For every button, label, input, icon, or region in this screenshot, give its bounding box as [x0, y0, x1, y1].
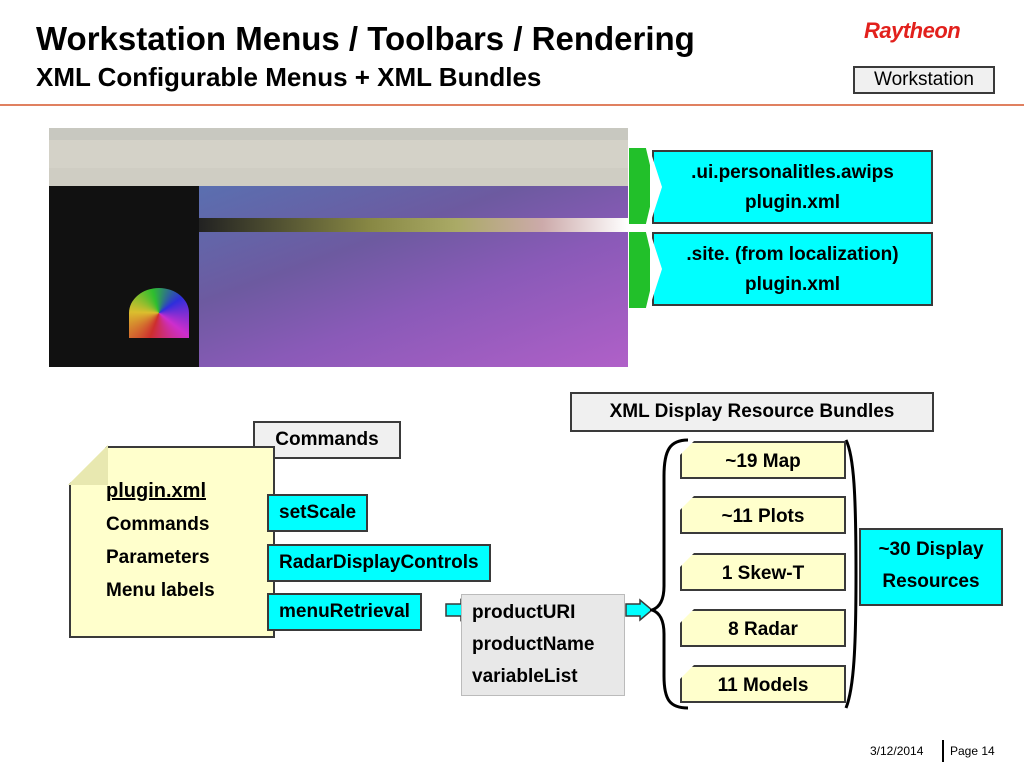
- bundle-map: ~19 Map: [680, 441, 846, 479]
- screenshot-toolbar: [49, 140, 628, 169]
- screenshot-map-pane: [199, 186, 628, 367]
- command-setscale: setScale: [267, 494, 369, 532]
- commands-label: Commands: [253, 421, 401, 459]
- plugin-box-line1: .ui.personalitles.awips: [691, 162, 894, 183]
- product-fields-box: productURI productName variableList: [461, 594, 625, 696]
- bundle-braces: [650, 438, 858, 710]
- bundle-models: 11 Models: [680, 665, 846, 703]
- screenshot-radar-pane: [49, 186, 199, 367]
- xml-bundles-label: XML Display Resource Bundles: [570, 392, 934, 432]
- bundle-plots: ~11 Plots: [680, 496, 846, 534]
- right-bracket: [844, 439, 858, 709]
- note-heading: plugin.xml: [106, 480, 206, 502]
- screenshot-menubar: [49, 128, 628, 140]
- footer-date: 3/12/2014: [870, 744, 924, 758]
- command-menuretrieval: menuRetrieval: [267, 593, 422, 631]
- plugin-box-personalities: .ui.personalitles.awips plugin.xml: [652, 150, 933, 224]
- slide-title: Workstation Menus / Toolbars / Rendering: [36, 20, 695, 57]
- screenshot-radar-sweep: [129, 288, 189, 338]
- plugin-box-line1: .site. (from localization): [686, 244, 899, 265]
- plugin-xml-note: [69, 446, 275, 638]
- header-divider: [0, 104, 1024, 106]
- plugin-box-line2: plugin.xml: [745, 274, 840, 295]
- slide-subtitle: XML Configurable Menus + XML Bundles: [36, 62, 542, 92]
- note-line: Parameters: [106, 547, 210, 568]
- left-brace: [650, 438, 689, 710]
- note-folded-corner: [68, 445, 108, 485]
- product-field: productURI: [472, 602, 576, 623]
- note-line: Commands: [106, 514, 210, 535]
- screenshot-toolbar-secondary: [49, 168, 628, 186]
- command-radardisplaycontrols: RadarDisplayControls: [267, 544, 491, 582]
- workstation-badge: Workstation: [853, 66, 995, 94]
- plugin-xml-note-text: plugin.xml Commands Parameters Menu labe…: [106, 475, 215, 607]
- display-resources-line1: ~30 Display: [878, 539, 984, 560]
- bundle-skewt: 1 Skew-T: [680, 553, 846, 591]
- plugin-box-site: .site. (from localization) plugin.xml: [652, 232, 933, 306]
- note-line: Menu labels: [106, 580, 215, 601]
- workstation-screenshot: [49, 128, 628, 367]
- screenshot-colorbar: [199, 218, 628, 232]
- bundle-radar: 8 Radar: [680, 609, 846, 647]
- raytheon-logo: Raytheon: [864, 18, 961, 43]
- product-field: productName: [472, 634, 595, 655]
- footer-page-number: Page 14: [950, 744, 995, 758]
- plugin-box-line2: plugin.xml: [745, 192, 840, 213]
- arrow-to-bundles: [625, 598, 654, 622]
- display-resources-line2: Resources: [882, 571, 980, 592]
- footer-separator: [942, 740, 944, 762]
- product-field: variableList: [472, 666, 578, 687]
- display-resources-box: ~30 Display Resources: [859, 528, 1003, 606]
